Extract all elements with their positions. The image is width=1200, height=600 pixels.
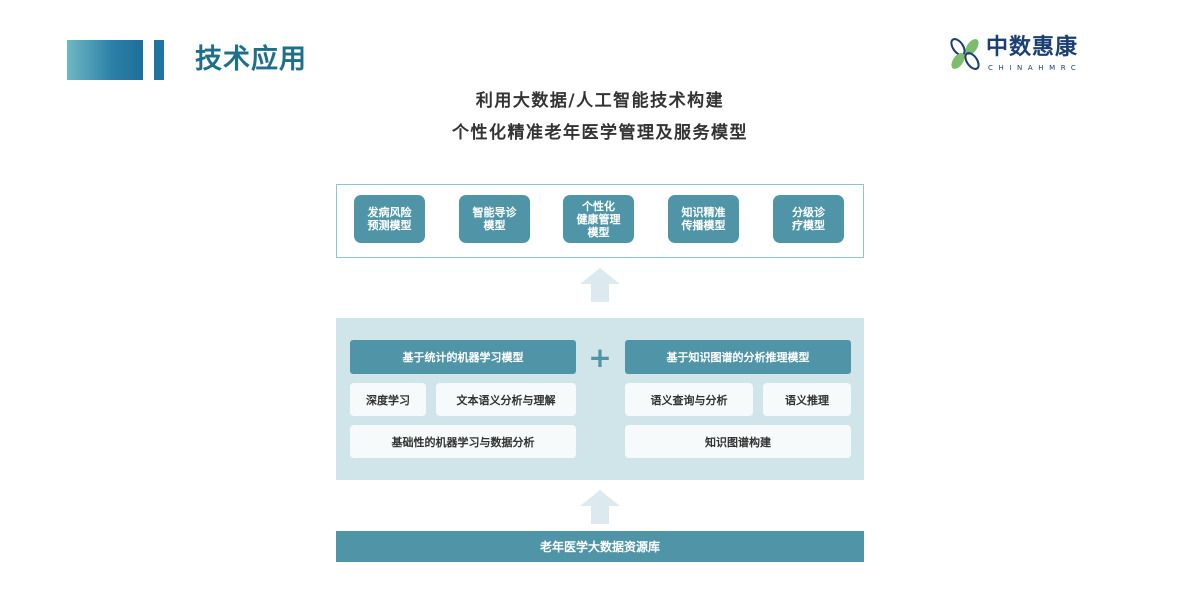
leaf-logo-icon (950, 38, 980, 70)
method-kg-construction: 知识图谱构建 (625, 425, 851, 458)
method-text-semantics: 文本语义分析与理解 (436, 383, 576, 416)
logo-subtitle: CHINAHMRC (988, 64, 1082, 72)
page-title: 技术应用 (195, 44, 307, 75)
model-tiered-care: 分级诊 疗模型 (773, 195, 844, 243)
model-smart-triage: 智能导诊 模型 (459, 195, 530, 243)
statistical-ml-title: 基于统计的机器学习模型 (350, 340, 576, 374)
method-semantic-query: 语义查询与分析 (625, 383, 753, 416)
model-risk-prediction: 发病风险 预测模型 (354, 195, 425, 243)
method-deep-learning: 深度学习 (350, 383, 426, 416)
model-health-management: 个性化 健康管理 模型 (563, 195, 634, 243)
plus-icon: + (588, 340, 612, 374)
method-basic-ml: 基础性的机器学习与数据分析 (350, 425, 576, 458)
header-gradient-block (67, 40, 143, 80)
data-resource-bar: 老年医学大数据资源库 (336, 531, 864, 562)
knowledge-graph-title: 基于知识图谱的分析推理模型 (625, 340, 851, 374)
headline-line-2: 个性化精准老年医学管理及服务模型 (452, 123, 748, 143)
up-arrow-icon (580, 490, 620, 524)
model-knowledge-dissemination: 知识精准 传播模型 (668, 195, 739, 243)
header-accent-bar (154, 40, 164, 80)
method-semantic-reasoning: 语义推理 (763, 383, 851, 416)
logo-name: 中数惠康 (986, 35, 1079, 60)
headline-line-1: 利用大数据/人工智能技术构建 (475, 91, 725, 111)
up-arrow-icon (580, 268, 620, 302)
